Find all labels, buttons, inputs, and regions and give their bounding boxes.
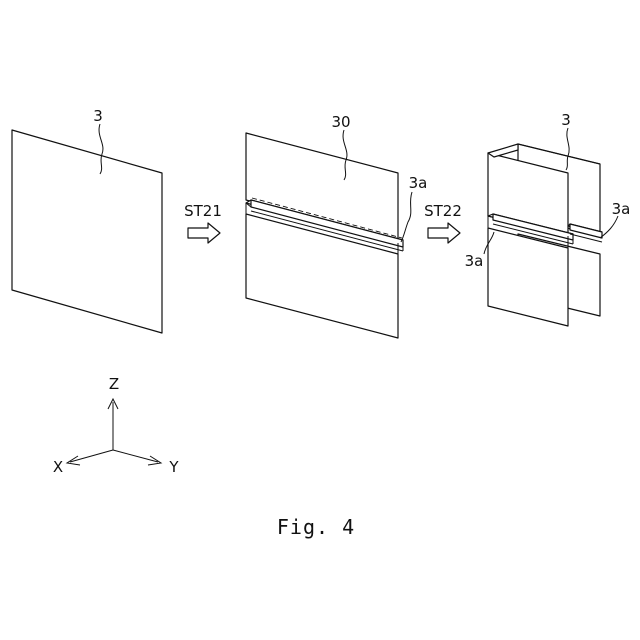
figure-caption: Fig. 4 (277, 515, 355, 539)
sheet-ref-label: 3 (93, 107, 103, 125)
y-axis-line (113, 450, 158, 462)
step-st22-arrow-icon (428, 223, 460, 243)
box-top-left (488, 144, 518, 157)
box-ref-label: 3 (561, 111, 571, 129)
x-axis-arrow-icon (67, 456, 80, 465)
step-st22-label: ST22 (424, 202, 462, 220)
box-fold-left-ref-label: 3a (465, 252, 484, 270)
fold-ref-label: 3a (409, 174, 428, 192)
y-axis-label: Y (168, 458, 179, 476)
upper-body-ref-label: 30 (331, 113, 350, 131)
coordinate-axes: Z X Y (53, 375, 180, 476)
x-axis-label: X (53, 458, 63, 476)
step-st22: ST22 (424, 202, 462, 243)
panel-folded-sheet: 30 3a (246, 113, 427, 338)
step-st21-arrow-icon (188, 223, 220, 243)
y-axis-arrow-icon (148, 456, 161, 465)
z-axis-label: Z (109, 375, 119, 393)
step-st21-label: ST21 (184, 202, 222, 220)
panel-box: 3 3a 3a (465, 111, 631, 326)
panel-sheet: 3 (12, 107, 162, 333)
fold-leader-line (401, 192, 412, 242)
box-fold-right-ref-label: 3a (612, 200, 631, 218)
box-fold-right-leader-line (600, 216, 618, 238)
sheet-plate (12, 130, 162, 333)
x-axis-line (70, 450, 113, 462)
step-st21: ST21 (184, 202, 222, 243)
